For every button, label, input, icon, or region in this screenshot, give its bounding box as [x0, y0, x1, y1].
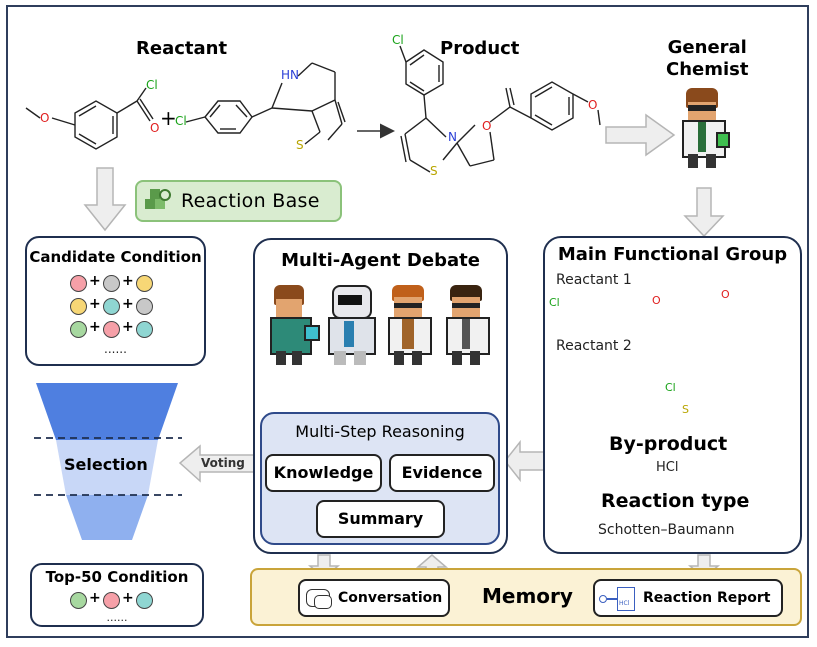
- product-nitrogen-label: N: [448, 130, 457, 144]
- agent-3-avatar: [384, 285, 436, 365]
- top50-condition-box: Top-50 Condition ++ ......: [30, 563, 204, 627]
- reactant1-molecule: [25, 87, 154, 150]
- reactant-title: Reactant: [136, 38, 228, 59]
- top50-ellipsis: ......: [106, 611, 128, 624]
- general-chemist-title-line2: Chemist: [666, 59, 749, 80]
- fg-oxygen-label-1: O: [652, 294, 661, 307]
- multi-agent-debate-title: Multi-Agent Debate: [281, 250, 480, 271]
- report-node-icon: [599, 595, 607, 603]
- byproduct-title: By-product: [609, 433, 728, 455]
- reactant1-oxygen-label: O: [40, 111, 50, 125]
- condition-plus: +: [89, 590, 101, 606]
- candidate-row: ++: [70, 296, 170, 317]
- database-icon: [145, 189, 173, 213]
- candidate-condition-box: Candidate Condition ++++++ ......: [25, 236, 206, 366]
- condition-circle: [70, 592, 87, 609]
- condition-circle: [70, 298, 87, 315]
- condition-plus: +: [122, 296, 134, 312]
- knowledge-box: Knowledge: [265, 454, 382, 492]
- condition-circle: [136, 275, 153, 292]
- report-connector-icon: [607, 598, 617, 600]
- reaction-base-box: Reaction Base: [135, 180, 342, 222]
- byproduct-value: HCl: [656, 460, 679, 475]
- reactant2-sulfur-label: S: [296, 138, 304, 152]
- block-arrows: [83, 113, 725, 579]
- chat-bubble-icon-secondary: [314, 595, 332, 609]
- candidate-row: ++: [70, 319, 170, 340]
- condition-plus: +: [122, 590, 134, 606]
- voting-label: Voting: [201, 456, 245, 470]
- reactant-2-label: Reactant 2: [556, 338, 632, 354]
- top50-condition-title: Top-50 Condition: [45, 568, 189, 586]
- conversation-label: Conversation: [338, 590, 443, 606]
- selection-funnel: [34, 383, 182, 540]
- condition-plus: +: [122, 273, 134, 289]
- reaction-type-value: Schotten–Baumann: [598, 522, 735, 538]
- reactant2-molecule: [185, 62, 346, 145]
- condition-circle: [103, 275, 120, 292]
- functional-group-title: Main Functional Group: [557, 244, 788, 265]
- top50-row-items: ++: [70, 590, 170, 611]
- condition-circle: [103, 321, 120, 338]
- fg-chlorine-label-2: Cl: [665, 381, 676, 394]
- condition-circle: [136, 298, 153, 315]
- functional-group-box: Main Functional Group: [543, 236, 802, 554]
- condition-circle: [103, 298, 120, 315]
- debate-agents: [262, 285, 498, 365]
- condition-circle: [136, 592, 153, 609]
- general-chemist-title: General Chemist: [666, 37, 748, 81]
- general-chemist-title-line1: General: [667, 37, 747, 58]
- memory-title: Memory: [482, 584, 573, 608]
- candidate-condition-title: Candidate Condition: [29, 248, 202, 266]
- report-icon-text: HCl: [619, 600, 630, 607]
- condition-circle: [70, 275, 87, 292]
- general-chemist-avatar: [676, 88, 730, 168]
- fg-chlorine-label-1: Cl: [549, 296, 560, 309]
- candidate-ellipsis: ......: [104, 342, 127, 356]
- agent-4-avatar: [442, 285, 494, 365]
- reactant2-nh-label: HN: [281, 68, 299, 82]
- product-title: Product: [440, 38, 520, 59]
- reaction-base-label: Reaction Base: [181, 190, 320, 212]
- condition-circle: [70, 321, 87, 338]
- condition-plus: +: [89, 319, 101, 335]
- candidate-row: ++: [70, 273, 170, 294]
- agent-2-avatar: [324, 285, 378, 365]
- fg-sulfur-label: S: [682, 403, 689, 416]
- product-molecule: [399, 45, 601, 173]
- evidence-box: Evidence: [389, 454, 495, 492]
- conversation-box: Conversation: [298, 579, 450, 617]
- condition-plus: +: [89, 273, 101, 289]
- report-document-icon: HCl: [617, 587, 635, 611]
- reactant1-chlorine-label: Cl: [146, 78, 158, 92]
- product-ether-oxygen-label: O: [588, 98, 598, 112]
- outer-frame: [6, 5, 809, 638]
- reactant-1-label: Reactant 1: [556, 272, 632, 288]
- product-chlorine-label: Cl: [392, 33, 404, 47]
- reactant-plus: +: [160, 106, 177, 130]
- reactant2-chlorine-label: Cl: [175, 114, 187, 128]
- fg-oxygen-label-2: O: [721, 288, 730, 301]
- product-sulfur-label: S: [430, 164, 438, 178]
- condition-circle: [136, 321, 153, 338]
- selection-label: Selection: [64, 455, 148, 474]
- reaction-report-label: Reaction Report: [643, 590, 771, 606]
- reaction-report-box: HCl Reaction Report: [593, 579, 783, 617]
- agent-1-avatar: [266, 285, 320, 365]
- condition-plus: +: [122, 319, 134, 335]
- reactant1-carbonyl-oxygen-label: O: [150, 121, 160, 135]
- product-carbonyl-oxygen-label: O: [482, 119, 492, 133]
- multi-step-reasoning-title: Multi-Step Reasoning: [295, 422, 465, 441]
- summary-box: Summary: [316, 500, 445, 538]
- reaction-type-title: Reaction type: [601, 490, 750, 512]
- condition-circle: [103, 592, 120, 609]
- condition-plus: +: [89, 296, 101, 312]
